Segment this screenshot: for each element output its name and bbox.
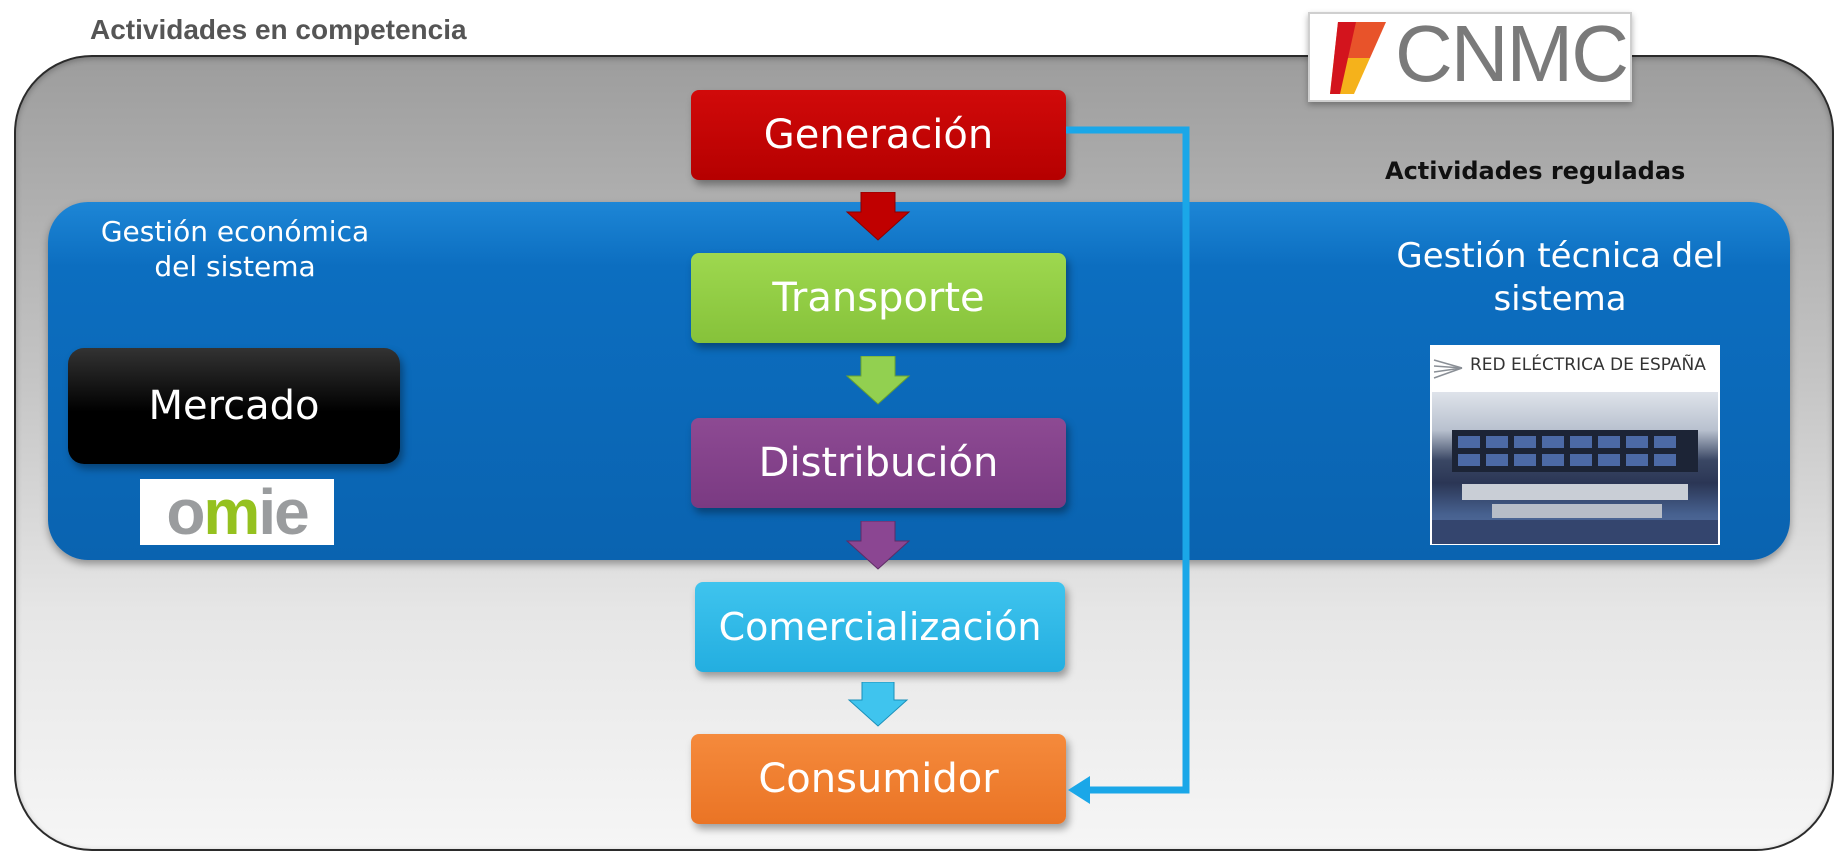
- comercializacion-node: Comercialización: [695, 582, 1065, 672]
- ree-logo-icon: [1433, 359, 1463, 379]
- omie-logo-text: omie: [166, 480, 309, 544]
- omie-logo-letter: o: [166, 476, 205, 548]
- generacion-node: Generación: [691, 90, 1066, 180]
- technical-management-label: Gestión técnica del sistema: [1396, 236, 1724, 319]
- control-room-image: [1432, 392, 1718, 544]
- competition-title: Actividades en competencia: [90, 14, 467, 45]
- ree-logo-text: RED ELÉCTRICA DE ESPAÑA: [1470, 355, 1706, 375]
- economic-management-label: Gestión económica del sistema: [100, 215, 370, 283]
- regulated-title: Actividades reguladas: [1385, 157, 1686, 185]
- cnmc-logo-text: CNMC: [1395, 9, 1629, 98]
- generation-to-consumer-arrow-icon: [1066, 126, 1190, 804]
- arrow-down-red-icon: [845, 192, 911, 241]
- arrow-down-blue-icon: [847, 682, 909, 727]
- distribucion-node: Distribución: [691, 418, 1066, 508]
- arrow-down-purple-icon: [845, 521, 911, 570]
- control-room-illustration: [1432, 430, 1718, 544]
- omie-logo-letter: i: [258, 476, 276, 548]
- cnmc-logo: [1308, 12, 1632, 102]
- consumidor-node: Consumidor: [691, 734, 1066, 824]
- omie-logo-letter: e: [274, 476, 310, 548]
- transporte-node: Transporte: [691, 253, 1066, 343]
- arrow-down-green-icon: [845, 356, 911, 405]
- omie-logo-accent: m: [203, 476, 260, 548]
- omie-logo: omie: [140, 479, 334, 545]
- cnmc-logo-mark-icon: [1330, 22, 1386, 94]
- market-node: Mercado: [68, 348, 400, 464]
